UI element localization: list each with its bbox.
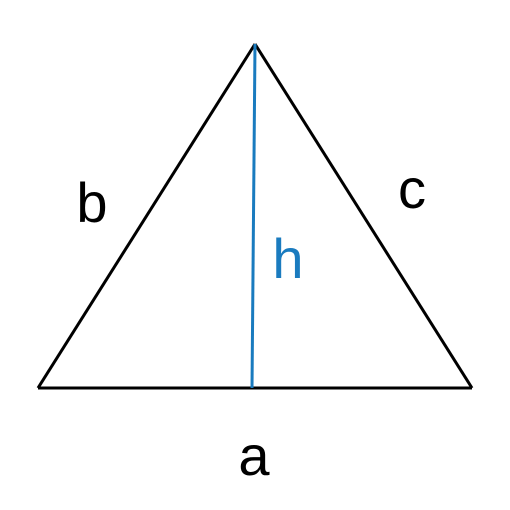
height-line (250, 43, 257, 389)
label-h: h (272, 227, 303, 290)
side-b-line (36, 43, 257, 389)
label-a: a (238, 424, 270, 487)
side-c-line (253, 43, 474, 389)
label-c: c (398, 157, 426, 220)
label-b: b (76, 171, 107, 234)
